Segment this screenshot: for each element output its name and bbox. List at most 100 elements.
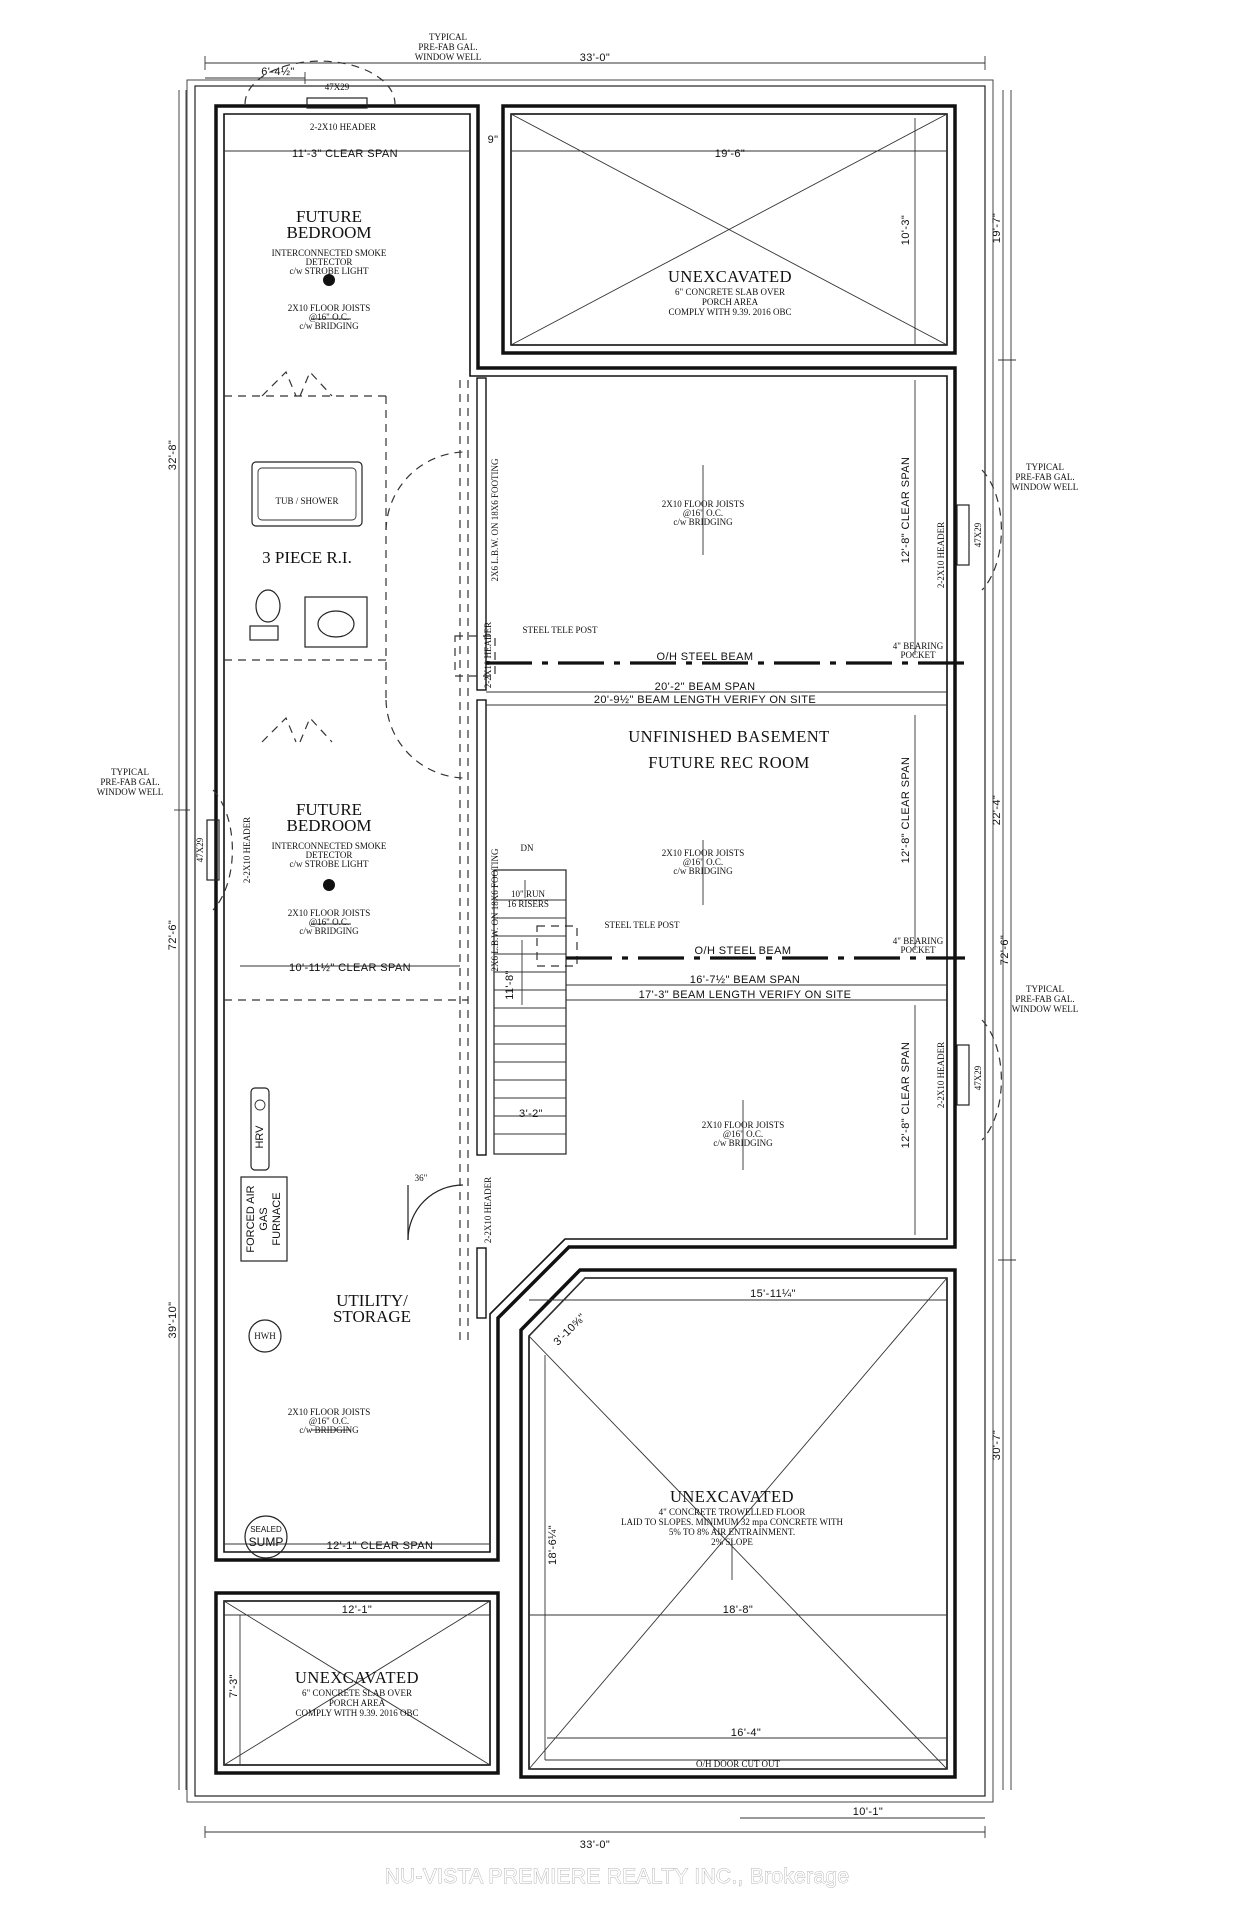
svg-text:c/w BRIDGING: c/w BRIDGING xyxy=(299,321,359,331)
dim-unex-top-width: 19'-6" xyxy=(715,148,745,160)
outer-boundary xyxy=(186,79,994,1803)
basement-joists-mid: 2X10 FLOOR JOISTS @16" O.C. c/w BRIDGING xyxy=(662,848,745,876)
svg-text:c/w BRIDGING: c/w BRIDGING xyxy=(713,1138,773,1148)
dim-unex-top-height: 10'-3" xyxy=(900,215,912,245)
svg-text:5% TO 8% AIR ENTRAINMENT.: 5% TO 8% AIR ENTRAINMENT. xyxy=(669,1527,795,1537)
utility-label: UTILITY/ STORAGE xyxy=(333,1291,411,1326)
interior-partitions xyxy=(206,60,1002,1340)
svg-text:INTERCONNECTED SMOKE: INTERCONNECTED SMOKE xyxy=(272,841,387,851)
svg-text:c/w STROBE LIGHT: c/w STROBE LIGHT xyxy=(290,859,369,869)
svg-text:UNEXCAVATED: UNEXCAVATED xyxy=(668,267,792,286)
svg-text:FORCED AIR: FORCED AIR xyxy=(245,1185,257,1252)
dim-garage-width: 18'-8" xyxy=(723,1604,753,1616)
svg-text:WINDOW WELL: WINDOW WELL xyxy=(1012,1004,1078,1014)
furnace-label: FORCED AIR GAS FURNACE xyxy=(245,1185,283,1252)
svg-text:4" BEARING: 4" BEARING xyxy=(893,641,944,651)
stair-dn-label: DN xyxy=(521,843,534,853)
window-tag-top: 47X29 xyxy=(325,82,350,92)
svg-text:c/w BRIDGING: c/w BRIDGING xyxy=(673,866,733,876)
basement-joists-bottom: 2X10 FLOOR JOISTS @16" O.C. c/w BRIDGING xyxy=(702,1120,785,1148)
steel-beam-label-mid: O/H STEEL BEAM xyxy=(695,945,792,957)
svg-text:PRE-FAB GAL.: PRE-FAB GAL. xyxy=(418,42,477,52)
dim-span-bed-bottom: 10'-11½" CLEAR SPAN xyxy=(289,962,411,974)
dim-porch-height: 7'-3" xyxy=(228,1674,240,1698)
tele-post-label-top: STEEL TELE POST xyxy=(523,625,598,635)
svg-text:WINDOW WELL: WINDOW WELL xyxy=(415,52,481,62)
svg-text:TYPICAL: TYPICAL xyxy=(1026,462,1064,472)
svg-text:BEDROOM: BEDROOM xyxy=(286,816,371,835)
svg-text:16 RISERS: 16 RISERS xyxy=(507,899,549,909)
dim-clear-span-r2: 12'-8" CLEAR SPAN xyxy=(900,757,912,864)
beam1-length: 20'-9½" BEAM LENGTH VERIFY ON SITE xyxy=(594,694,816,706)
svg-text:6" CONCRETE SLAB OVER: 6" CONCRETE SLAB OVER xyxy=(675,287,785,297)
svg-text:10" RUN: 10" RUN xyxy=(511,889,545,899)
svg-text:4" BEARING: 4" BEARING xyxy=(893,936,944,946)
stair-run-label: 10" RUN 16 RISERS xyxy=(507,889,549,909)
steel-beams xyxy=(224,118,965,1765)
svg-text:POCKET: POCKET xyxy=(900,945,936,955)
hwh-label: HWH xyxy=(254,1331,276,1341)
bedroom-bottom-label: FUTURE BEDROOM INTERCONNECTED SMOKE DETE… xyxy=(272,800,387,936)
svg-text:PORCH AREA: PORCH AREA xyxy=(329,1698,386,1708)
dim-bottom-overall: 33'-0" xyxy=(580,1839,610,1851)
svg-text:FURNACE: FURNACE xyxy=(271,1192,283,1245)
svg-text:PORCH AREA: PORCH AREA xyxy=(702,297,759,307)
svg-text:PRE-FAB GAL.: PRE-FAB GAL. xyxy=(1015,472,1074,482)
window-tag-right-top: 47X29 xyxy=(973,522,983,547)
door-36-label: 36" xyxy=(415,1173,428,1183)
svg-text:@16" O.C.: @16" O.C. xyxy=(309,1416,349,1426)
dim-stair-height: 11'-8" xyxy=(504,970,516,1000)
bearing-pocket-mid: 4" BEARING POCKET xyxy=(893,936,944,955)
steel-beam-label-top: O/H STEEL BEAM xyxy=(657,651,754,663)
header-label-right-bottom: 2-2X10 HEADER xyxy=(936,1042,946,1108)
beam2-span: 16'-7½" BEAM SPAN xyxy=(690,974,800,986)
dim-clear-span-r1: 12'-8" CLEAR SPAN xyxy=(900,457,912,564)
svg-text:TYPICAL: TYPICAL xyxy=(1026,984,1064,994)
dim-right-bottom: 30'-7" xyxy=(991,1430,1003,1460)
window-well-label-left: TYPICAL PRE-FAB GAL. WINDOW WELL xyxy=(97,767,163,797)
svg-text:FUTURE: FUTURE xyxy=(296,207,362,226)
staircase xyxy=(493,869,567,1155)
svg-text:2X10 FLOOR JOISTS: 2X10 FLOOR JOISTS xyxy=(662,848,745,858)
hrv-label: HRV xyxy=(254,1125,266,1149)
window-tag-left: 47X29 xyxy=(195,837,205,862)
header-label-top: 2-2X10 HEADER xyxy=(310,122,376,132)
dim-left-bottom: 39'-10" xyxy=(167,1302,179,1339)
dim-garage-diagonal: 3'-10⅝" xyxy=(551,1311,588,1348)
sump-label: SEALED SUMP xyxy=(249,1525,284,1549)
svg-text:2X10 FLOOR JOISTS: 2X10 FLOOR JOISTS xyxy=(702,1120,785,1130)
bathroom-label: 3 PIECE R.I. xyxy=(262,548,352,567)
brokerage-watermark: NU-VISTA PREMIERE REALTY INC., Brokerage xyxy=(385,1865,850,1888)
svg-text:FUTURE: FUTURE xyxy=(296,800,362,819)
svg-text:2X10 FLOOR JOISTS: 2X10 FLOOR JOISTS xyxy=(288,1407,371,1417)
svg-text:c/w BRIDGING: c/w BRIDGING xyxy=(299,1425,359,1435)
dimension-lines xyxy=(174,56,1016,1838)
unexcavated-garage-label: UNEXCAVATED 4" CONCRETE TROWELLED FLOOR … xyxy=(621,1487,843,1547)
basement-joists-top: 2X10 FLOOR JOISTS @16" O.C. c/w BRIDGING xyxy=(662,499,745,527)
window-well-label-right-bottom: TYPICAL PRE-FAB GAL. WINDOW WELL xyxy=(1012,984,1078,1014)
svg-text:UNEXCAVATED: UNEXCAVATED xyxy=(670,1487,794,1506)
svg-text:@16" O.C.: @16" O.C. xyxy=(723,1129,763,1139)
svg-text:@16" O.C.: @16" O.C. xyxy=(683,857,723,867)
dim-garage-height: 18'-6¼" xyxy=(547,1525,559,1565)
svg-text:WINDOW WELL: WINDOW WELL xyxy=(1012,482,1078,492)
svg-text:2X10 FLOOR JOISTS: 2X10 FLOOR JOISTS xyxy=(662,499,745,509)
svg-text:2% SLOPE: 2% SLOPE xyxy=(711,1537,753,1547)
footing-label-top: 2X6 L.B.W. ON 18X6 FOOTING xyxy=(490,458,500,581)
svg-text:SEALED: SEALED xyxy=(250,1525,282,1534)
svg-text:4" CONCRETE TROWELLED FLOOR: 4" CONCRETE TROWELLED FLOOR xyxy=(659,1507,806,1517)
svg-text:TYPICAL: TYPICAL xyxy=(429,32,467,42)
svg-text:TYPICAL: TYPICAL xyxy=(111,767,149,777)
svg-text:WINDOW WELL: WINDOW WELL xyxy=(97,787,163,797)
svg-text:DETECTOR: DETECTOR xyxy=(306,257,353,267)
dim-clear-span-r3: 12'-8" CLEAR SPAN xyxy=(900,1042,912,1149)
svg-text:PRE-FAB GAL.: PRE-FAB GAL. xyxy=(1015,994,1074,1004)
joist-arrows xyxy=(311,318,744,1580)
dim-top-left: 6'-4½" xyxy=(261,66,294,78)
unexcavated-porch-label: UNEXCAVATED 6" CONCRETE SLAB OVER PORCH … xyxy=(295,1668,419,1718)
svg-text:UTILITY/: UTILITY/ xyxy=(336,1291,408,1310)
tub-shower-label: TUB / SHOWER xyxy=(276,496,339,506)
bedroom-top-label: FUTURE BEDROOM INTERCONNECTED SMOKE DETE… xyxy=(272,207,387,331)
svg-text:BEDROOM: BEDROOM xyxy=(286,223,371,242)
